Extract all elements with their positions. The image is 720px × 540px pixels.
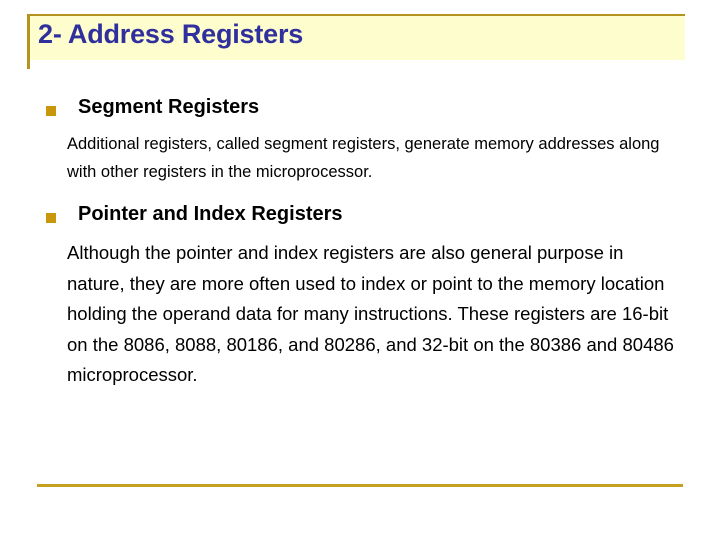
section-segment-registers: Segment Registers Additional registers, …	[0, 92, 720, 186]
section-heading: Segment Registers	[78, 96, 260, 118]
page-title: 2- Address Registers	[38, 19, 304, 49]
section-heading: Pointer and Index Registers	[78, 203, 343, 225]
square-bullet-icon	[46, 213, 56, 223]
slide-content: Segment Registers Additional registers, …	[0, 92, 720, 391]
section-body-text: Additional registers, called segment reg…	[67, 135, 660, 181]
bullet-heading-row: Segment Registers	[0, 92, 720, 122]
section-pointer-index-registers: Pointer and Index Registers Although the…	[0, 199, 720, 391]
section-spacer	[0, 186, 720, 199]
footer-divider	[37, 484, 683, 487]
bullet-heading-row: Pointer and Index Registers	[0, 199, 720, 229]
slide-title-banner: 2- Address Registers	[27, 14, 685, 69]
section-body-text: Although the pointer and index registers…	[67, 242, 674, 385]
square-bullet-icon	[46, 106, 56, 116]
